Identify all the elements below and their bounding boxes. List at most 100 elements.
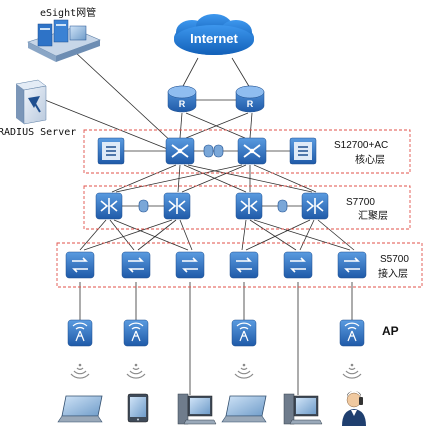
router-icon: R [167,85,197,113]
router-icon: R [235,85,265,113]
esight-server [27,19,101,62]
ac-controller-left [97,137,125,165]
access-switch-icon [121,251,151,279]
wifi-signal-icon [126,363,146,379]
access-switch-icon [283,251,313,279]
access-point-2 [123,319,149,347]
link-agg2-acc1 [83,219,173,251]
link-core2-agg1 [115,164,243,193]
wireless-ap-icon [339,319,365,347]
access-switch-1 [65,251,95,279]
agg-model-label: S7700 [346,197,375,208]
wifi-signals [70,363,362,379]
wireless-ap-icon [123,319,149,347]
wifi-signal-icon [70,363,90,379]
layer-frames [56,129,423,288]
internet-label: Internet [190,31,238,46]
access-switch-icon [229,251,259,279]
link-agg4-acc5 [299,219,315,251]
agg-switch-4 [301,192,329,220]
core-switch-icon [165,137,195,165]
link-agg3-acc4 [241,219,247,251]
link-router1-core1 [179,112,183,139]
core-switch-left [165,137,195,165]
aggregation-switch-icon [301,192,329,220]
desktop-pc-icon [177,393,217,425]
internet-cloud: Internet [174,14,254,55]
access-controller-icon [289,137,317,165]
access-model-label: S5700 [380,254,409,265]
svg-text:R: R [179,99,186,109]
link-internet-router2 [231,57,251,89]
svg-text:R: R [247,99,254,109]
desktop-pc-icon [283,393,323,425]
access-layer-frame [56,242,423,288]
agg-switch-2 [163,192,191,220]
access-switch-icon [337,251,367,279]
link-esight-core [74,51,176,146]
access-point-4 [339,319,365,347]
access-switch-4 [229,251,259,279]
link-core2-agg2 [181,164,247,193]
tablet-1 [127,393,149,423]
link-agg2-acc2 [137,219,177,251]
esight-label: eSight网管 [40,6,96,19]
cloud-icon [174,14,254,55]
core-layer-label: 核心层 [355,153,385,166]
server-tower-icon [15,79,47,125]
laptop-2 [221,395,267,423]
radius-server [15,79,47,125]
router-right: R [235,85,265,113]
access-switch-5 [283,251,313,279]
aggregation-switch-icon [95,192,123,220]
laptop-icon [221,395,267,423]
aggregation-switch-icon [163,192,191,220]
link-agg2-acc3 [179,219,193,251]
core-stack-link [194,144,238,158]
wireless-ap-icon [231,319,257,347]
link-agg3-acc6 [253,219,351,251]
router-left: R [167,85,197,113]
access-switch-6 [337,251,367,279]
laptop-icon [57,395,103,423]
link-agg1-acc2 [109,219,135,251]
link-agg3-acc5 [249,219,297,251]
access-switch-2 [121,251,151,279]
agg-switch-3 [235,192,263,220]
link-core1-agg1 [111,164,177,193]
link-agg1-acc3 [113,219,189,251]
wifi-signal-icon [342,363,362,379]
link-core2-agg4 [253,164,317,193]
agg-layer-label: 汇聚层 [358,209,388,222]
link-agg4-acc4 [245,219,311,251]
core-model-label: S12700+AC [334,140,388,151]
access-point-3 [231,319,257,347]
aggregation-layer-frame [83,185,411,230]
access-controller-icon [97,137,125,165]
agg-switch-1 [95,192,123,220]
radius-label: RADIUS Server [0,127,76,138]
core-layer-frame [83,129,411,174]
user-phone-icon [342,391,366,426]
link-router2-core1 [185,112,249,139]
access-switch-3 [175,251,205,279]
wireless-ap-icon [67,319,93,347]
agg-stack-link-right [262,199,302,213]
link-radius-core [44,99,171,151]
aggregation-switch-icon [235,192,263,220]
access-layer-label: 接入层 [378,267,408,280]
desktop-1 [177,393,217,425]
desktop-2 [283,393,323,425]
laptop-1 [57,395,103,423]
agg-stack-link-left [122,199,164,213]
link-internet-router1 [181,57,199,89]
core-switch-icon [237,137,267,165]
wifi-signal-icon [234,363,254,379]
core-switch-right [237,137,267,165]
ac-controller-right [289,137,317,165]
link-agg1-acc1 [79,219,107,251]
access-point-1 [67,319,93,347]
links [44,51,355,395]
